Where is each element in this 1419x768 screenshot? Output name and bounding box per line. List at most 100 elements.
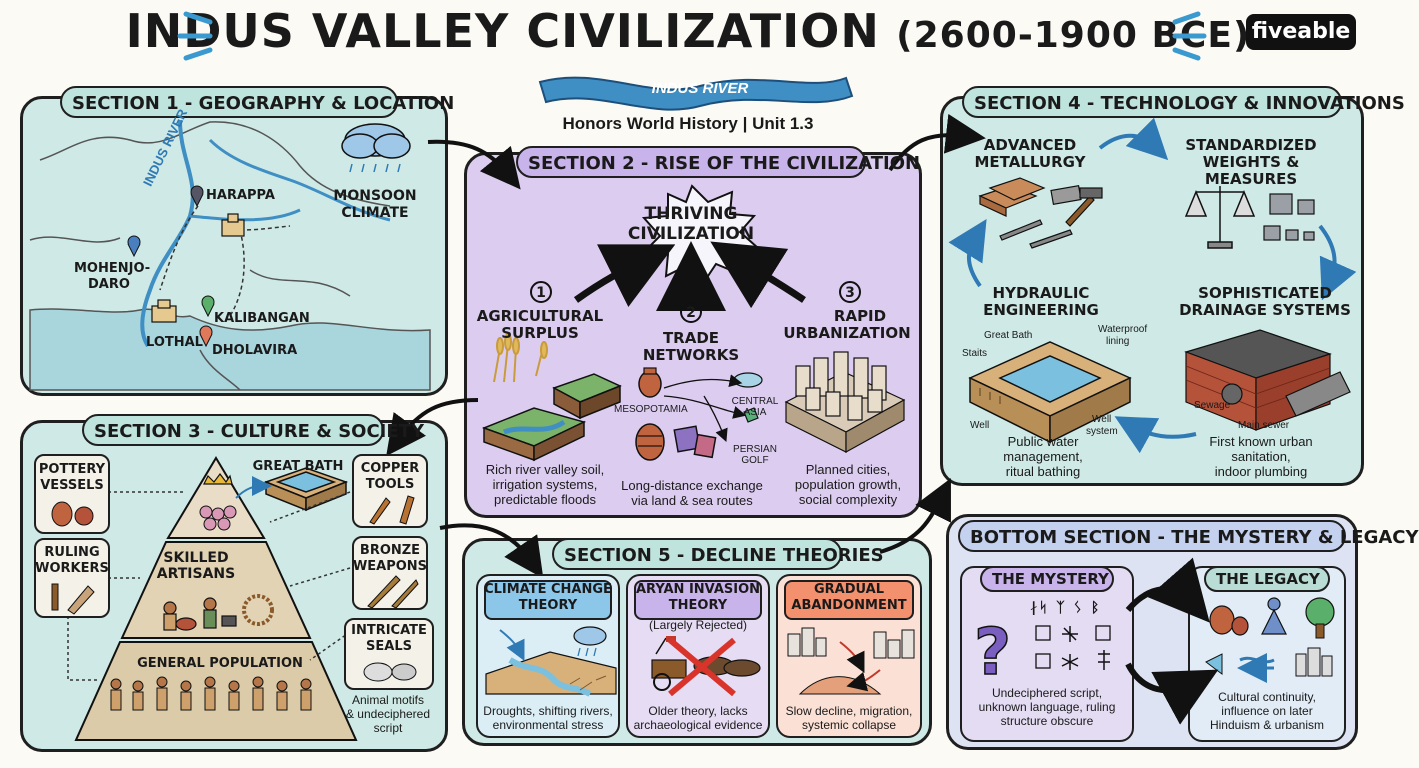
theory-abandonment-title-1: GRADUAL	[813, 582, 885, 597]
mystery-desc-1: Undeciphered script,	[991, 686, 1103, 700]
drain-label-sewage: Sewage	[1194, 400, 1231, 411]
metal-ingots-icon	[978, 177, 1103, 249]
section4-heading: SECTION 4 - TECHNOLOGY & INNOVATIONS	[962, 86, 1405, 118]
ruling-label-1: RULING	[44, 545, 100, 560]
dholavira-pin-icon	[199, 325, 213, 348]
pottery-label-2: VESSELS	[40, 478, 104, 493]
copper-label-1: COPPER	[360, 461, 420, 476]
weights-label-2: WEIGHTS & MEASURES	[1202, 153, 1300, 188]
bronze-weapons-icon	[367, 575, 419, 609]
legacy-desc-1: Cultural continuity,	[1218, 690, 1316, 704]
factor-3-title-2: URBANIZATION	[783, 324, 911, 342]
cycle-arrow-bottom-icon	[1114, 416, 1197, 454]
site-dholavira: DHOLAVIRA	[212, 343, 298, 358]
pyramid-connectors-icon	[67, 491, 351, 681]
theory-aryan-card	[626, 574, 770, 738]
intricate-seals-box	[344, 618, 434, 690]
seals-label-1: INTRICATE	[351, 623, 427, 638]
hydraulic-label-2: ENGINEERING	[983, 301, 1099, 319]
site-daro: DARO	[88, 277, 130, 292]
kalibangan-pin-icon	[201, 295, 215, 318]
theory-abandonment-title-2: ABANDONMENT	[791, 598, 907, 613]
trade-central-2: ASIA	[743, 407, 767, 418]
factor-1-title-2: SURPLUS	[501, 324, 579, 342]
number-badge-3-icon	[839, 281, 861, 303]
factor-3-title-1: RAPID	[833, 307, 887, 325]
drain-desc-3: indoor plumbing	[1214, 464, 1308, 479]
factor-1-desc-1: Rich river valley soil,	[485, 462, 605, 477]
chariot-rejected-icon	[651, 636, 761, 697]
drain-desc-1: First known urban	[1209, 434, 1313, 449]
indus-map	[29, 119, 431, 391]
title-dash-right-icon	[1172, 11, 1207, 61]
crown-icon	[203, 473, 233, 485]
flow-arrows	[386, 113, 986, 579]
theory-abandonment-desc-1: Slow decline, migration,	[785, 704, 913, 718]
wheat-field-icon	[481, 333, 622, 462]
mohenjo-daro-pin-icon	[127, 235, 141, 258]
tributary-icon	[189, 138, 391, 222]
section5-heading: SECTION 5 - DECLINE THEORIES	[552, 538, 884, 570]
copper-tools-icon	[369, 495, 415, 525]
ruling-workers-box	[34, 538, 110, 618]
monsoon-cloud-icon	[341, 123, 411, 173]
hydraulic-label-1: HYDRAULIC	[992, 284, 1090, 302]
pottery-icon	[51, 501, 94, 527]
legacy-heading: THE LEGACY	[1204, 566, 1330, 592]
pottery-vessels-box	[34, 454, 110, 534]
number-badge-2-icon	[680, 301, 702, 323]
bath-label-waterproof-1: Waterproof	[1098, 324, 1148, 335]
bronze-weapons-box	[352, 536, 428, 610]
theory-climate-title-1: CLIMATE CHANGE	[484, 582, 612, 597]
metallurgy-label-1: ADVANCED	[983, 136, 1077, 154]
artisans-icon	[163, 594, 274, 631]
planned-city-icon	[784, 351, 906, 454]
bath-label-well-system-1: Well	[1092, 414, 1112, 425]
workers-tools-icon	[51, 583, 95, 615]
weights-icon	[1263, 193, 1315, 241]
section6-heading: BOTTOM SECTION - THE MYSTERY & LEGACY	[958, 520, 1419, 552]
factor-2-title-1: TRADE	[662, 329, 720, 347]
copper-label-2: TOOLS	[365, 477, 415, 492]
trade-route-icon	[159, 205, 291, 317]
artisans-label-2: ARTISANS	[156, 566, 236, 582]
factor-3-desc-2: population growth,	[794, 477, 902, 492]
theory-aryan-title-2: THEORY	[668, 598, 728, 613]
theory-climate-desc-2: environmental stress	[492, 718, 604, 732]
theory-climate-desc-1: Droughts, shifting rivers,	[483, 704, 613, 718]
arrow-s1-to-s2-icon	[427, 139, 521, 190]
section4-illustration	[948, 117, 1357, 454]
ruling-label-2: WORKERS	[35, 561, 109, 576]
site-lothal: LOTHAL	[146, 335, 203, 350]
theory-aryan-desc-2: archaeological evidence	[633, 718, 763, 732]
script-glyphs: ∤ᛋ ᛉ ᛊ ᛒ	[1030, 600, 1102, 616]
svg-text:?: ?	[974, 616, 1011, 690]
legacy-desc-3: Hinduism & urbanism	[1209, 718, 1325, 732]
undeciphered-script-icon: ?	[973, 615, 1111, 691]
ruling-figures-icon	[199, 505, 237, 531]
factor-1-desc-2: irrigation systems,	[492, 477, 598, 492]
trade-persian-2: GOLF	[741, 455, 769, 466]
legacy-desc-2: influence on later	[1221, 704, 1313, 718]
bath-label-waterproof-2: lining	[1106, 336, 1130, 347]
fiveable-logo[interactable]: fiveable	[1246, 14, 1356, 50]
abandoned-city-icon	[787, 627, 915, 695]
map-border-icon	[29, 121, 391, 391]
site-kalibangan: KALIBANGAN	[214, 311, 310, 326]
bath-label-well: Well	[970, 420, 990, 431]
factor-3-number: 3	[845, 285, 855, 301]
subtitle: Honors World History | Unit 1.3	[562, 114, 814, 133]
pyramid-icon	[74, 456, 358, 741]
theory-climate-card	[476, 574, 620, 738]
bath-label-great: Great Bath	[984, 330, 1033, 341]
factor-2-desc-1: Long-distance exchange	[621, 478, 763, 493]
trade-mesopotamia: MESOPOTAMIA	[614, 404, 688, 415]
thriving-label-1: THRIVING	[644, 204, 738, 224]
population-figures-icon	[110, 676, 312, 711]
cycle-arrow-right-icon	[1318, 224, 1357, 301]
theory-abandonment-card	[776, 574, 922, 738]
hydraulic-desc-2: management,	[1003, 449, 1083, 464]
drainage-label-2: DRAINAGE SYSTEMS	[1179, 301, 1351, 319]
trade-persian-1: PERSIAN	[733, 444, 777, 455]
bronze-label-2: WEAPONS	[352, 559, 428, 574]
